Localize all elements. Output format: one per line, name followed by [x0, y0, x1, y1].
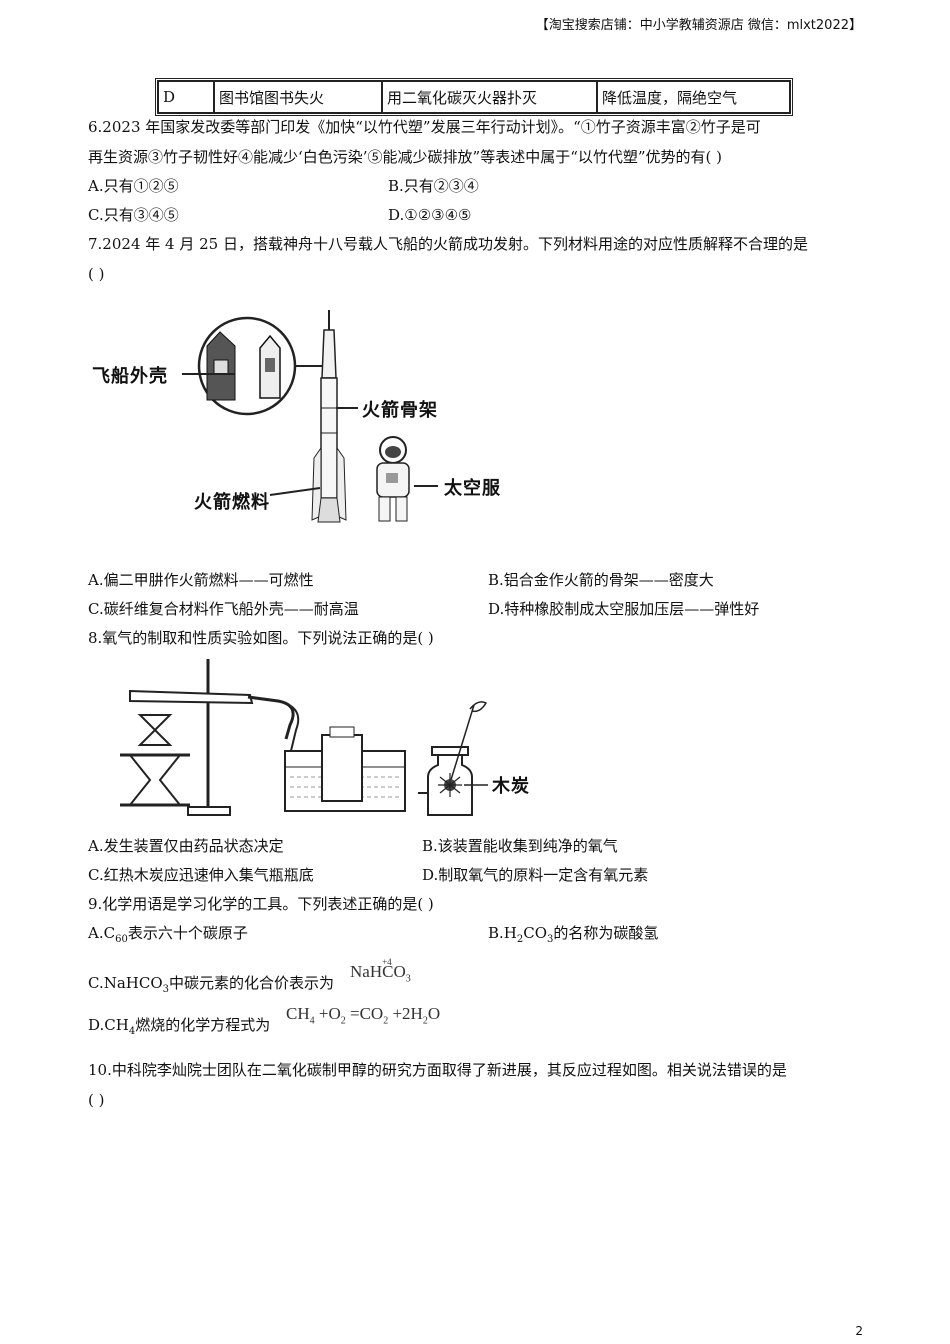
q6-option-a: A.只有①②⑤ — [88, 177, 179, 195]
q7-option-d: D.特种橡胶制成太空服加压层——弹性好 — [488, 600, 760, 618]
label-rocket-fuel: 火箭燃料 — [194, 492, 270, 513]
rocket-figure: 飞船外壳 火箭骨架 火箭燃料 太空服 — [90, 308, 520, 540]
q9-option-a: A.C60表示六十个碳原子 — [88, 924, 248, 945]
q8-option-c: C.红热木炭应迅速伸入集气瓶瓶底 — [88, 866, 314, 884]
q6-stem-line1: 6.2023 年国家发改委等部门印发《加快“以竹代塑”发展三年行动计划》。“①竹… — [88, 118, 761, 136]
table-cell: D — [158, 81, 214, 113]
header-note: 【淘宝搜索店铺：中小学教辅资源店 微信：mlxt2022】 — [535, 18, 862, 33]
q7-option-b: B.铝合金作火箭的骨架——密度大 — [488, 571, 714, 589]
q7-stem-line2: ( ) — [88, 265, 105, 283]
q8-stem: 8.氧气的制取和性质实验如图。下列说法正确的是( ) — [88, 629, 434, 647]
q10-stem-line1: 10.中科院李灿院士团队在二氧化碳制甲醇的研究方面取得了新进展，其反应过程如图。… — [88, 1061, 787, 1079]
q8-option-a: A.发生装置仅由药品状态决定 — [88, 837, 284, 855]
table-cell: 降低温度，隔绝空气 — [597, 81, 790, 113]
q7-stem-line1: 7.2024 年 4 月 25 日，搭载神舟十八号载人飞船的火箭成功发射。下列材… — [88, 235, 808, 253]
q7-option-c: C.碳纤维复合材料作飞船外壳——耐高温 — [88, 600, 359, 618]
q9-option-b: B.H2CO3的名称为碳酸氢 — [488, 924, 659, 945]
table-cell: 用二氧化碳灭火器扑灭 — [382, 81, 597, 113]
label-rocket-frame: 火箭骨架 — [362, 400, 438, 421]
label-charcoal: 木炭 — [492, 776, 530, 797]
table-cell: 图书馆图书失火 — [214, 81, 382, 113]
q9-stem: 9.化学用语是学习化学的工具。下列表述正确的是( ) — [88, 895, 434, 913]
table-row: D 图书馆图书失火 用二氧化碳灭火器扑灭 降低温度，隔绝空气 — [158, 81, 790, 113]
label-ship-shell: 飞船外壳 — [92, 366, 168, 387]
q8-option-d: D.制取氧气的原料一定含有氧元素 — [422, 866, 649, 884]
q8-option-b: B.该装置能收集到纯净的氧气 — [422, 837, 618, 855]
q6-option-d: D.①②③④⑤ — [388, 206, 472, 224]
q9-option-d: D.CH4燃烧的化学方程式为 — [88, 1016, 271, 1037]
q6-option-b: B.只有②③④ — [388, 177, 479, 195]
q9-combustion-equation: CH4 +O2 =CO2 +2H2O — [286, 1004, 441, 1027]
answer-table: D 图书馆图书失火 用二氧化碳灭火器扑灭 降低温度，隔绝空气 — [155, 78, 793, 116]
label-space-suit: 太空服 — [444, 478, 501, 499]
q6-stem-line2: 再生资源③竹子韧性好④能减少‘白色污染’⑤能减少碳排放”等表述中属于“以竹代塑”… — [88, 148, 723, 166]
page-number: 2 — [855, 1324, 863, 1338]
q6-option-c: C.只有③④⑤ — [88, 206, 179, 224]
oxygen-apparatus-figure: 木炭 — [100, 655, 550, 825]
q7-option-a: A.偏二甲肼作火箭燃料——可燃性 — [88, 571, 314, 589]
q9-option-c: C.NaHCO3中碳元素的化合价表示为 — [88, 974, 335, 995]
q10-stem-line2: ( ) — [88, 1091, 105, 1109]
